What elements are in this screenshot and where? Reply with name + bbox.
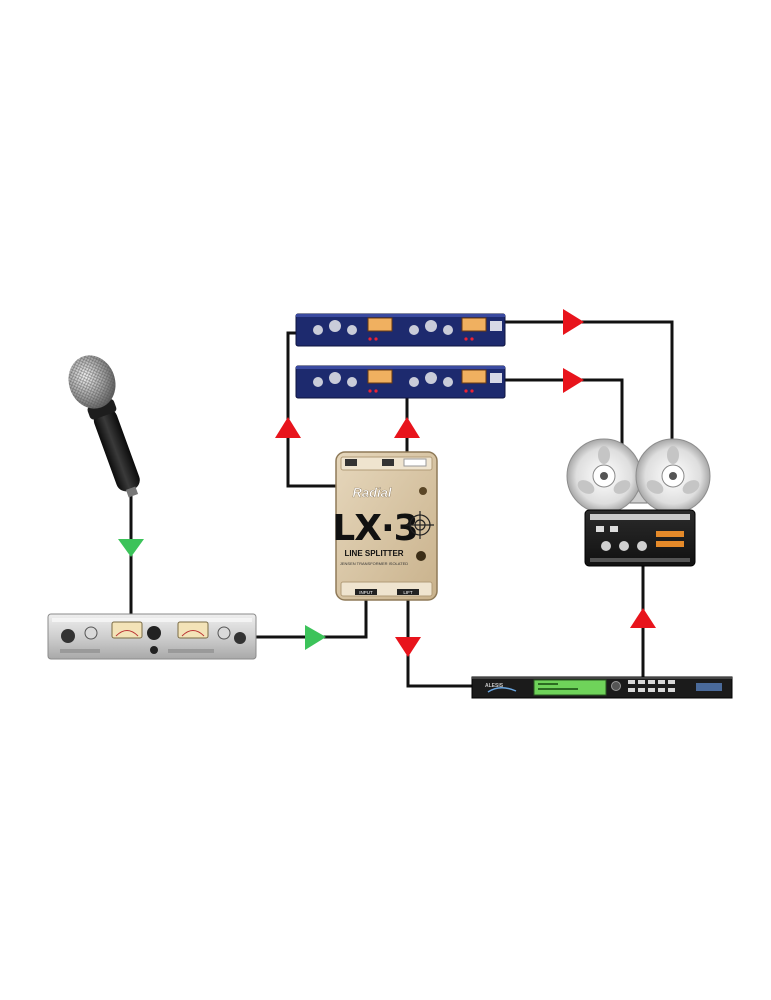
mic-grille-mesh: [68, 355, 116, 409]
splitter-input-label: INPUT: [359, 590, 373, 595]
splitter-brand: Radial: [352, 485, 391, 500]
effects-brand: ALESIS: [485, 683, 504, 689]
preamp-vu: [367, 369, 393, 384]
preamp-knob: [147, 626, 161, 640]
arrow-down-mic: [118, 539, 144, 557]
silver-mic-preamp: [47, 613, 257, 660]
dynamic-microphone: [68, 355, 140, 498]
arrow-right-lower-preamp: [563, 368, 584, 393]
preamp-knob: [150, 646, 158, 654]
preamp-knob: [61, 629, 75, 643]
splitter-knob: [416, 551, 426, 561]
cable-splitter-to-top-preamp: [286, 331, 336, 488]
splitter-tagline: JENSEN TRANSFORMER ISOLATED: [340, 561, 408, 566]
blue-preamp-lower: [295, 365, 506, 399]
cable-lower-preamp-to-tape: [505, 378, 624, 445]
cable-top-preamp-to-tape: [505, 320, 674, 445]
preamp-knob: [217, 626, 231, 640]
preamp-knob: [234, 632, 246, 644]
preamp-vu: [461, 317, 487, 332]
arrow-right-top-preamp: [563, 309, 584, 335]
preamp-vu: [461, 369, 487, 384]
mic-collar: [87, 399, 117, 420]
reel-to-reel-tape-machine: [566, 438, 711, 567]
mic-connector: [125, 486, 139, 498]
preamp-vu: [367, 317, 393, 332]
arrow-up-center-branch: [394, 417, 420, 438]
effects-knob: [611, 681, 621, 691]
flow-arrows: [118, 309, 656, 657]
arrow-right-preamp-out: [305, 625, 326, 650]
cable-splitter-to-effects: [406, 599, 472, 688]
cable-preamp-to-splitter: [256, 599, 368, 639]
splitter-thru-label: LIFT: [403, 590, 413, 595]
effects-lcd: [533, 679, 607, 696]
preamp-knob: [84, 626, 98, 640]
arrow-up-left-branch: [275, 417, 301, 438]
crosshair-logo-icon: [406, 511, 434, 539]
arrow-down-splitter-out: [395, 637, 421, 657]
blue-preamp-top: [295, 313, 506, 347]
line-splitter: Radial LX·3 LINE SPLITTER JENSEN TRANSFO…: [332, 451, 438, 601]
splitter-led-icon: [419, 487, 427, 495]
cables: [129, 320, 674, 688]
arrow-up-effects-out: [630, 608, 656, 628]
mic-handle: [93, 408, 140, 492]
effects-processor: ALESIS: [471, 676, 733, 699]
splitter-subtitle: LINE SPLITTER: [344, 549, 403, 558]
splitter-model: LX·3: [332, 508, 417, 549]
